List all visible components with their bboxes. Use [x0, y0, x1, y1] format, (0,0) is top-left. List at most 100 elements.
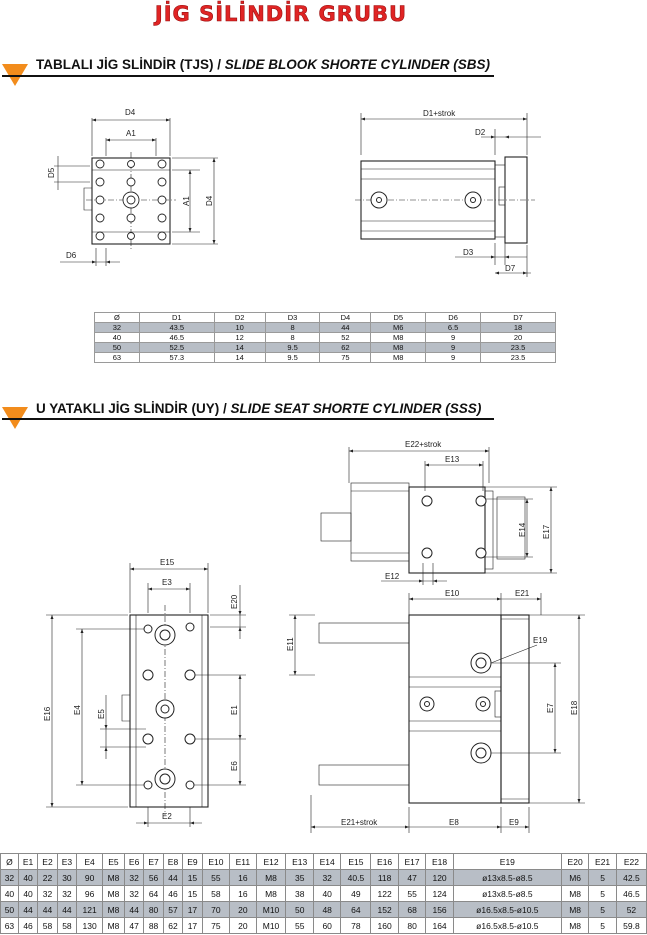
- table-cell: 64: [340, 901, 372, 918]
- label-d5: D5: [47, 167, 56, 178]
- table-cell: 47: [397, 869, 427, 886]
- table-cell: 44: [17, 901, 39, 918]
- table-cell: M8: [255, 869, 287, 886]
- table-cell: 55: [397, 885, 427, 902]
- table-cell: 17: [182, 917, 203, 934]
- table-cell: 16: [229, 885, 257, 902]
- table-cell: 32: [0, 869, 19, 886]
- table-cell: 120: [425, 869, 454, 886]
- table-cell: 58: [201, 885, 231, 902]
- label-d4-top: D4: [125, 108, 136, 117]
- table-cell: 40: [312, 885, 342, 902]
- table-cell: 57.3: [138, 352, 215, 363]
- table-cell: ø16.5x8.5-ø10.5: [452, 901, 562, 918]
- table-header-cell: D1: [138, 312, 215, 323]
- table-cell: 5: [588, 885, 617, 902]
- brand-title: JİG SİLİNDİR GRUBU: [154, 2, 408, 27]
- table-header-cell: E7: [143, 853, 164, 870]
- table-cell: 58: [56, 917, 78, 934]
- uy-front-view-drawing: E15 E3 E20 E16 E4 E5 E1 E6 E2: [43, 558, 246, 827]
- section1-separator: /: [213, 57, 225, 72]
- table-header-cell: E18: [425, 853, 454, 870]
- label-e22-strok: E22+strok: [405, 440, 442, 449]
- section1-title: TABLALI JİG SLİNDİR (TJS) / SLIDE BLOOK …: [36, 57, 490, 72]
- table-cell: 5: [588, 901, 617, 918]
- table-header-cell: E5: [102, 853, 125, 870]
- table-cell: 52: [319, 332, 372, 343]
- table-cell: ø13x8.5-ø8.5: [452, 885, 562, 902]
- table-cell: M8: [370, 342, 427, 353]
- table-cell: 40: [0, 885, 19, 902]
- table-cell: 9.5: [264, 342, 321, 353]
- table-header-cell: E22: [615, 853, 647, 870]
- table-cell: 56: [143, 869, 164, 886]
- table-cell: 32: [312, 869, 342, 886]
- table-header-cell: D7: [480, 312, 556, 323]
- label-e3: E3: [162, 578, 172, 587]
- table-cell: M8: [560, 885, 590, 902]
- table-cell: 118: [370, 869, 399, 886]
- table-cell: M8: [560, 917, 590, 934]
- table-header-cell: E15: [340, 853, 372, 870]
- table-cell: 62: [319, 342, 372, 353]
- table-cell: 90: [76, 869, 104, 886]
- table-cell: 122: [370, 885, 399, 902]
- section1-title-tr: TABLALI JİG SLİNDİR (TJS): [36, 57, 214, 72]
- table-cell: 46.5: [615, 885, 647, 902]
- table-cell: 75: [201, 917, 231, 934]
- table-cell: 70: [201, 901, 231, 918]
- table-cell: 75: [319, 352, 372, 363]
- table-header-cell: D6: [425, 312, 482, 323]
- table-cell: ø13x8.5-ø8.5: [452, 869, 562, 886]
- table-cell: 9: [425, 352, 482, 363]
- table-cell: 63: [94, 352, 140, 363]
- table-cell: M8: [102, 901, 125, 918]
- table-cell: 44: [162, 869, 184, 886]
- label-e16: E16: [43, 706, 52, 721]
- table-header-cell: E4: [76, 853, 104, 870]
- label-a1-top: A1: [126, 129, 136, 138]
- table-header-cell: D3: [264, 312, 321, 323]
- table-cell: 58: [37, 917, 58, 934]
- section2-separator: /: [219, 401, 231, 416]
- table-cell: 20: [229, 901, 257, 918]
- table-cell: 47: [123, 917, 145, 934]
- label-e20: E20: [230, 594, 239, 609]
- table-cell: 20: [229, 917, 257, 934]
- table-cell: 164: [425, 917, 454, 934]
- table-cell: 43.5: [138, 322, 215, 333]
- label-e2: E2: [162, 812, 172, 821]
- tjs-side-view-drawing: D1+strok D2 D3 D7: [355, 109, 541, 277]
- uy-top-view-drawing: E22+strok E13 E14 E17 E12: [320, 440, 557, 585]
- label-e10: E10: [445, 589, 460, 598]
- table-cell: 50: [285, 901, 314, 918]
- label-e21: E21: [515, 589, 530, 598]
- table-header-cell: E13: [285, 853, 314, 870]
- label-e11: E11: [286, 637, 295, 651]
- table-header-cell: E19: [452, 853, 562, 870]
- table-cell: 46: [17, 917, 39, 934]
- label-e14: E14: [518, 522, 527, 537]
- section2-title: U YATAKLI JİG SLİNDİR (UY) / SLIDE SEAT …: [36, 401, 481, 416]
- table-cell: 32: [123, 869, 145, 886]
- table-header-cell: Ø: [0, 853, 19, 870]
- section2-rule: [2, 418, 494, 420]
- table-header-cell: E6: [123, 853, 145, 870]
- table-cell: 160: [370, 917, 399, 934]
- table-cell: 50: [94, 342, 140, 353]
- table-cell: 156: [425, 901, 454, 918]
- label-d6: D6: [66, 251, 77, 260]
- table-cell: M8: [255, 885, 287, 902]
- label-e4: E4: [73, 705, 82, 715]
- label-e15: E15: [160, 558, 175, 567]
- table-cell: M10: [255, 917, 287, 934]
- label-d4-side: D4: [205, 195, 214, 206]
- table-cell: 55: [201, 869, 231, 886]
- label-e18: E18: [570, 700, 579, 715]
- table-header-cell: D4: [319, 312, 372, 323]
